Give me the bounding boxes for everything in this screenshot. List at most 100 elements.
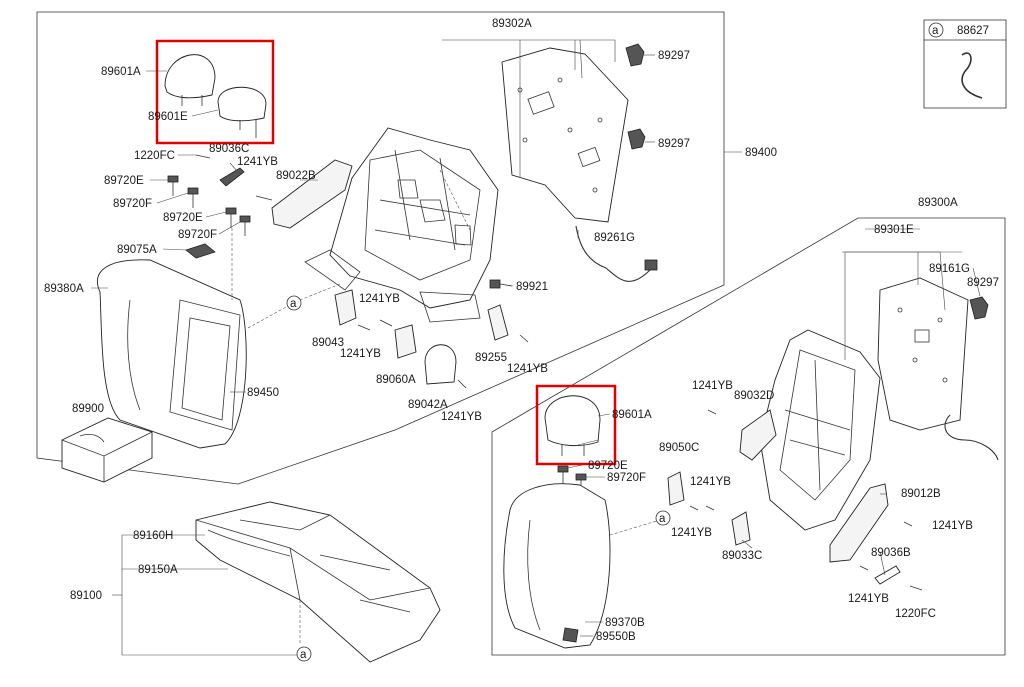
seat-cushion-89100 [195,501,441,663]
seatback-cover-89380A [97,259,247,449]
armrest-89900 [61,417,153,483]
guide-89720F-2 [239,215,251,236]
label-89036B: 89036B [871,547,911,559]
label-89042A: 89042A [408,399,448,411]
bracket-89022B [271,159,353,229]
label-89261G: 89261G [594,232,635,244]
clip-89297-right [969,296,989,320]
callout-a-upper: a [286,295,302,311]
cover-89042A [424,344,457,385]
clip-89036B [874,565,901,585]
label-89601A-upper: 89601A [101,66,141,78]
highlight-box-upper-headrests [155,39,275,145]
label-89022B: 89022B [276,170,316,182]
label-89720E-2: 89720E [163,212,203,224]
label-1241YB-9: 1241YB [671,527,712,539]
label-1220FC-upper: 1220FC [134,150,175,162]
label-89297-1: 89297 [658,50,690,62]
label-1241YB-7: 1241YB [690,476,731,488]
svg-text:a: a [290,298,297,310]
svg-text:a: a [932,25,939,37]
hook-clip-part [961,52,983,99]
label-89160H: 89160H [133,530,173,542]
label-89297-2: 89297 [658,138,690,150]
guide-89720F-1 [187,187,199,208]
label-89720F-2: 89720F [178,229,217,241]
right-assembly-frame [491,217,1006,656]
clip-89297-mid [627,128,646,150]
label-89060A: 89060A [376,374,416,386]
label-89900: 89900 [72,403,104,415]
highlight-box-right-headrest [535,384,617,466]
label-89032D: 89032D [734,390,774,402]
trim-89550B [562,627,579,643]
bracket-89032D [739,409,777,461]
svg-text:a: a [300,649,307,661]
bracket-89012B [829,483,889,563]
label-1241YB-2: 1241YB [359,293,400,305]
label-1241YB-5: 1241YB [441,411,482,423]
label-89720E-3: 89720E [588,460,628,472]
guide-89720E-1 [167,175,179,196]
label-89255: 89255 [475,352,507,364]
label-1241YB-3: 1241YB [340,348,381,360]
label-89720F-1: 89720F [113,198,152,210]
label-1241YB-4: 1241YB [507,363,548,375]
label-89450: 89450 [247,387,279,399]
label-89300A: 89300A [918,197,958,209]
label-1241YB-6: 1241YB [692,380,733,392]
label-89036C: 89036C [209,143,249,155]
seatback-panel-right [877,277,969,431]
seatback-panel-part [501,47,629,223]
label-89043: 89043 [312,337,344,349]
label-88627: 88627 [957,25,989,37]
label-89050C: 89050C [659,442,699,454]
bracket-89255 [487,304,509,341]
wire-harness-right [944,414,999,461]
label-89921: 89921 [516,281,548,293]
upper-assembly-frame [36,11,725,485]
label-89161G: 89161G [929,263,970,275]
label-1241YB-8: 1241YB [932,520,973,532]
label-89150A: 89150A [138,564,178,576]
guide-89720E-2 [225,207,237,228]
label-89301E: 89301E [874,224,914,236]
seatback-frame-upper [329,127,499,309]
label-89400: 89400 [745,147,777,159]
clip-89036C [219,167,245,187]
label-89302A: 89302A [492,18,532,30]
legend-box [923,19,1007,109]
label-1241YB-10: 1241YB [848,593,889,605]
bracket-89060A [394,324,417,359]
bracket-89033C [731,511,751,546]
label-89033C: 89033C [722,550,762,562]
callout-a-legend: a [928,22,944,38]
headrest-89601A-right [544,395,601,447]
callout-a-right: a [655,510,671,526]
clip-89297-top [625,43,645,67]
guide-89720E-3 [557,465,569,484]
bracket-89043 [334,289,357,326]
cover-89075A [185,243,216,259]
label-89100: 89100 [70,590,102,602]
label-1220FC-lower: 1220FC [895,608,936,620]
label-89601E-upper: 89601E [148,111,188,123]
label-89297-3: 89297 [967,277,999,289]
label-89380A: 89380A [44,283,84,295]
label-89720F-3: 89720F [607,472,646,484]
label-1241YB-1: 1241YB [237,156,278,168]
label-89550B: 89550B [596,631,636,643]
callout-a-bottom: a [296,646,312,662]
headrest-89601A-upper [164,54,216,99]
headrest-89601E-upper [217,86,267,122]
svg-text:a: a [659,513,666,525]
label-89370B: 89370B [605,617,645,629]
bracket-89050C [667,471,685,506]
wire-harness-upper [575,225,651,282]
label-89012B: 89012B [901,488,941,500]
label-89601A-right: 89601A [612,409,652,421]
seatback-cover-89370B [503,483,611,649]
label-89720E-1: 89720E [104,175,144,187]
label-89075A: 89075A [117,244,157,256]
